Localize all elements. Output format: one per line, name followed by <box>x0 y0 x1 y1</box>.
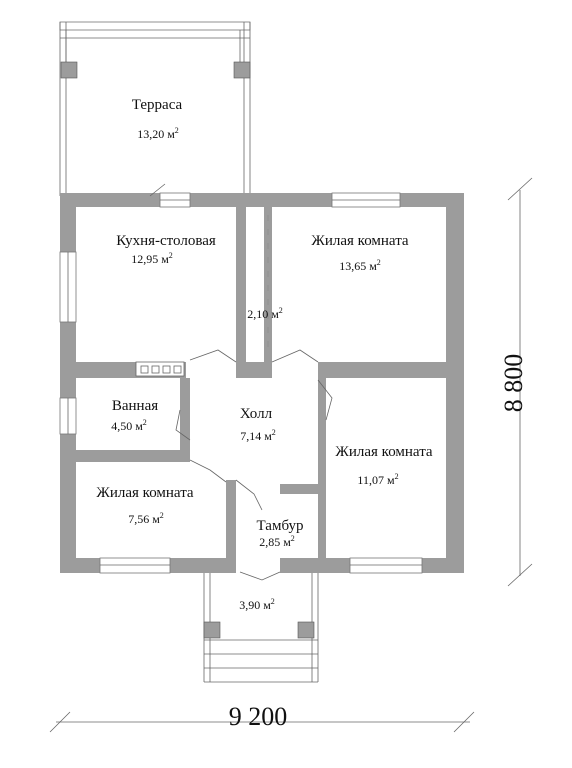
living2-name: Жилая комната <box>335 444 433 460</box>
height-dimension: 8 800 <box>499 354 528 413</box>
entry-door-gap <box>236 558 280 573</box>
kitchen-name: Кухня-столовая <box>116 233 216 249</box>
kitchen-area: 12,95 м2 <box>131 251 173 266</box>
bath-area: 4,50 м2 <box>111 418 147 433</box>
width-dimension: 9 200 <box>229 702 288 731</box>
closet-area: 2,10 м2 <box>247 306 283 321</box>
vestibule-name: Тамбур <box>257 518 304 534</box>
hall-area: 7,14 м2 <box>240 428 276 443</box>
living1-name: Жилая комната <box>311 233 409 249</box>
doors <box>149 183 333 581</box>
porch <box>203 573 319 683</box>
terrace-area: 13,20 м2 <box>137 126 179 141</box>
windows <box>59 192 423 574</box>
living1-area: 13,65 м2 <box>339 258 381 273</box>
stove <box>135 361 185 377</box>
dimension-lines <box>49 177 533 733</box>
terrace-name: Терраса <box>132 97 183 113</box>
bath-name: Ванная <box>112 398 158 414</box>
window-living3-bottom <box>99 557 171 574</box>
terrace-structure <box>59 21 251 196</box>
outer-walls <box>60 193 464 573</box>
hall-name: Холл <box>240 406 273 422</box>
porch-area: 3,90 м2 <box>239 597 275 612</box>
vestibule-area: 2,85 м2 <box>259 534 295 549</box>
living2-area: 11,07 м2 <box>357 472 398 487</box>
living3-area: 7,56 м2 <box>128 511 164 526</box>
window-living2-bottom <box>349 557 423 574</box>
living3-name: Жилая комната <box>96 485 194 501</box>
